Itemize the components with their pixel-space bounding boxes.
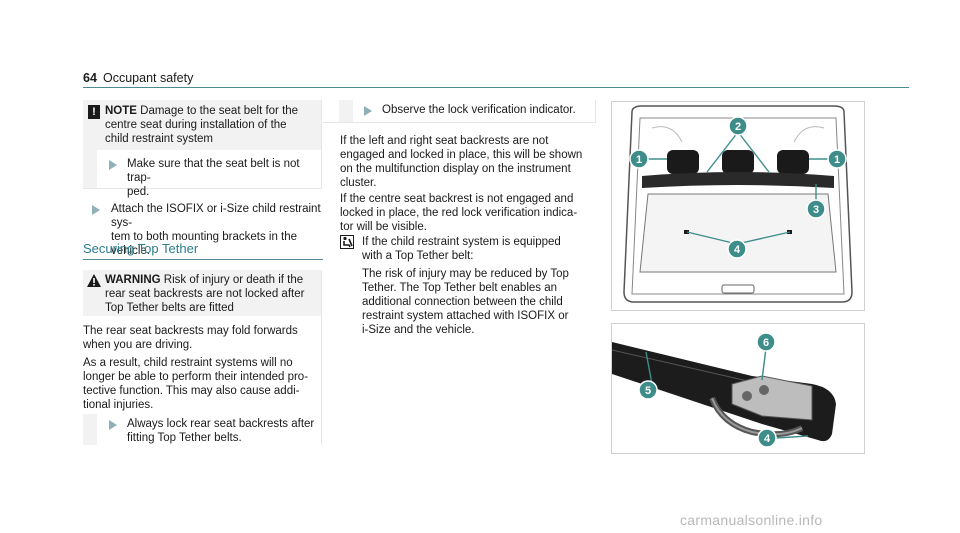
- warning-para2-line-3: tective function. This may also cause ad…: [83, 385, 300, 397]
- warning-para2-line-1: As a result, child restraint systems wil…: [83, 357, 293, 369]
- figure-top-tether-belt: 6 5 4: [611, 323, 865, 454]
- note-text: NOTE Damage to the seat belt for the cen…: [105, 104, 315, 146]
- callout-1-left: 1: [629, 149, 649, 169]
- observe-step-box: Observe the lock verification indicator.: [323, 100, 596, 123]
- svg-text:5: 5: [645, 385, 651, 397]
- header-divider: [83, 87, 909, 88]
- observe-step-text: Observe the lock verification indicator.: [382, 104, 576, 116]
- warning-para-1: The rear seat backrests may fold forward…: [83, 324, 319, 352]
- warning-para2-line-2: longer be able to perform their intended…: [83, 371, 309, 383]
- warning-box: WARNING Risk of injury or death if the r…: [83, 270, 322, 445]
- svg-text:2: 2: [735, 121, 741, 133]
- step-arrow-icon: [92, 205, 100, 215]
- leader-line: [761, 347, 767, 381]
- child-para-line-5: i-Size and the vehicle.: [362, 324, 475, 336]
- step-arrow-icon: [109, 160, 117, 170]
- warning-para2-line-4: tional injuries.: [83, 399, 154, 411]
- warning-line-3: Top Tether belts are fitted: [105, 302, 234, 314]
- note-step-line-1: Make sure that the seat belt is not trap…: [127, 158, 300, 184]
- para-centre-line-1: If the centre seat backrest is not engag…: [340, 193, 574, 205]
- watermark-text: carmanualsonline.info: [680, 512, 823, 528]
- warning-step-line-2: fitting Top Tether belts.: [127, 432, 242, 444]
- top-tether-illustration: 6 5 4: [611, 332, 836, 448]
- warning-triangle-icon: [87, 274, 101, 287]
- note-line-1: Damage to the seat belt for the: [140, 105, 299, 117]
- attach-line-1: Attach the ISOFIX or i-Size child restra…: [111, 203, 321, 229]
- note-step-line-2: ped.: [127, 186, 150, 198]
- warning-para1-line-1: The rear seat backrests may fold forward…: [83, 325, 298, 337]
- svg-text:4: 4: [734, 244, 741, 256]
- warning-step-line-1: Always lock rear seat backrests after: [127, 418, 315, 430]
- section-divider: [83, 259, 323, 260]
- para-lr-line-1: If the left and right seat backrests are…: [340, 135, 549, 147]
- child-para-line-4: restraint system attached with ISOFIX or: [362, 310, 569, 322]
- para-centre-line-3: tor will be visible.: [340, 221, 427, 233]
- attach-step-text: Attach the ISOFIX or i-Size child restra…: [111, 202, 326, 258]
- warning-step-text: Always lock rear seat backrests after fi…: [127, 417, 317, 445]
- attach-line-2: tem to both mounting brackets in the veh…: [111, 231, 298, 257]
- step-arrow-icon: [109, 420, 117, 430]
- child-intro-line-2: with a Top Tether belt:: [362, 250, 474, 262]
- child-seat-icon: [340, 235, 354, 249]
- child-para-line-3: additional connection between the child: [362, 296, 563, 308]
- cargo-area-illustration: 1 2 1 3 4: [623, 105, 853, 303]
- note-line-3: child restraint system: [105, 133, 214, 145]
- para-lr-line-4: cluster.: [340, 177, 377, 189]
- page-number: 64: [83, 71, 97, 85]
- para-left-right-backrests: If the left and right seat backrests are…: [340, 134, 600, 190]
- exclamation-icon: !: [88, 105, 100, 119]
- svg-text:3: 3: [813, 204, 819, 216]
- child-para-line-2: Tether. The Top Tether belt enables an: [362, 282, 558, 294]
- note-step-bar: [83, 150, 97, 188]
- leader-line: [737, 131, 770, 173]
- leader-line: [736, 231, 791, 245]
- leader-line: [706, 131, 739, 173]
- child-para-line-1: The risk of injury may be reduced by Top: [362, 268, 569, 280]
- callout-4: 4: [757, 428, 777, 448]
- para-lr-line-2: engaged and locked in place, this will b…: [340, 149, 583, 161]
- leader-line: [645, 351, 653, 385]
- para-centre-backrest: If the centre seat backrest is not engag…: [340, 192, 600, 234]
- svg-text:6: 6: [763, 337, 769, 349]
- child-intro: If the child restraint system is equippe…: [362, 235, 602, 263]
- warning-keyword: WARNING: [105, 274, 161, 286]
- warning-para-2: As a result, child restraint systems wil…: [83, 356, 319, 412]
- warning-line-2: rear seat backrests are not locked after: [105, 288, 305, 300]
- warning-text: WARNING Risk of injury or death if the r…: [105, 273, 315, 315]
- callout-1-right: 1: [827, 149, 847, 169]
- child-intro-line-1: If the child restraint system is equippe…: [362, 236, 561, 248]
- svg-text:1: 1: [834, 154, 840, 166]
- warning-step-bar: [83, 414, 97, 445]
- callout-5: 5: [638, 380, 658, 400]
- note-keyword: NOTE: [105, 105, 137, 117]
- observe-step-bar: [339, 100, 353, 122]
- note-box: ! NOTE Damage to the seat belt for the c…: [83, 100, 322, 198]
- callout-2: 2: [728, 116, 748, 136]
- child-para: The risk of injury may be reduced by Top…: [362, 267, 602, 337]
- figure-cargo-area: 1 2 1 3 4: [611, 101, 865, 311]
- warning-para1-line-2: when you are driving.: [83, 339, 193, 351]
- note-header: ! NOTE Damage to the seat belt for the c…: [83, 100, 321, 150]
- warning-line-1: Risk of injury or death if the: [163, 274, 304, 286]
- callout-4: 4: [727, 239, 747, 259]
- leader-line: [775, 435, 809, 439]
- para-lr-line-3: on the multifunction display on the inst…: [340, 163, 571, 175]
- section-title: Securing Top Tether: [83, 241, 199, 256]
- para-centre-line-2: locked in place, the red lock verificati…: [340, 207, 578, 219]
- svg-text:1: 1: [636, 154, 642, 166]
- leader-line: [686, 231, 738, 245]
- callout-3: 3: [806, 199, 826, 219]
- svg-text:4: 4: [764, 433, 771, 445]
- page-title: Occupant safety: [103, 71, 194, 85]
- callout-6: 6: [756, 332, 776, 352]
- step-arrow-icon: [364, 106, 372, 116]
- warning-header: WARNING Risk of injury or death if the r…: [83, 270, 321, 316]
- note-step-text: Make sure that the seat belt is not trap…: [127, 157, 317, 199]
- note-line-2: centre seat during installation of the: [105, 119, 287, 131]
